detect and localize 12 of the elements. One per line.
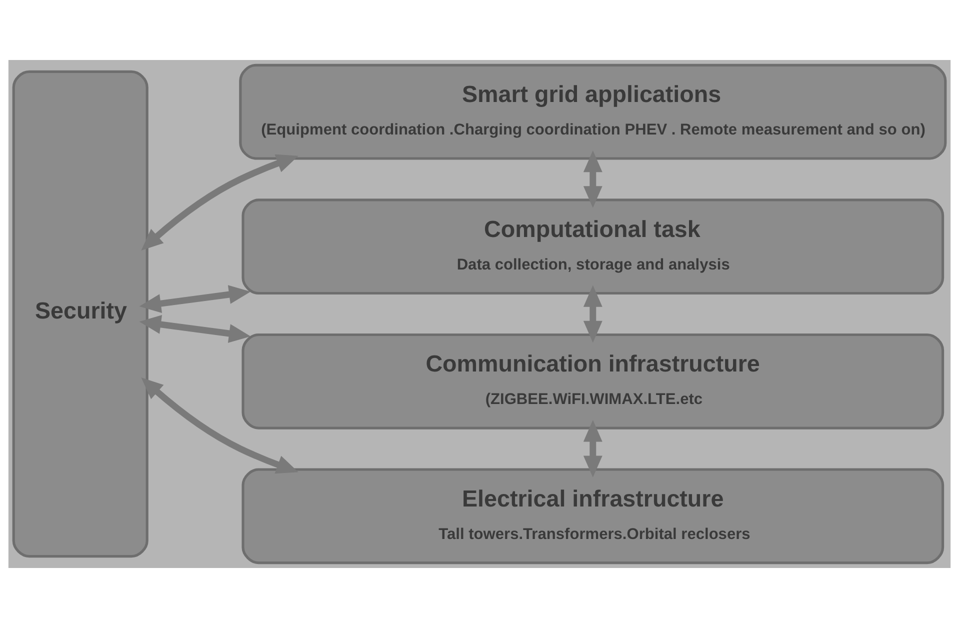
arrow [141, 378, 298, 474]
arrow [141, 154, 298, 250]
arrow [139, 315, 251, 343]
node-box: Security [12, 70, 148, 558]
node-box: Communication infrastructure (ZIGBEE.WiFI.WIMAX.LTE.etc [242, 333, 944, 430]
node-box: Smart grid applications (Equipment coordination .Charging coordination PHEV . Remote measurement and so on) [239, 64, 947, 160]
node-box: Electrical infrastructure Tall towers.Transformers.Orbital reclosers [242, 468, 944, 564]
node-box: Computational task Data collection, storage and analysis [242, 198, 944, 295]
arrow [583, 285, 602, 343]
arrow [583, 150, 602, 208]
arrow [139, 285, 251, 313]
arrow [583, 420, 602, 478]
